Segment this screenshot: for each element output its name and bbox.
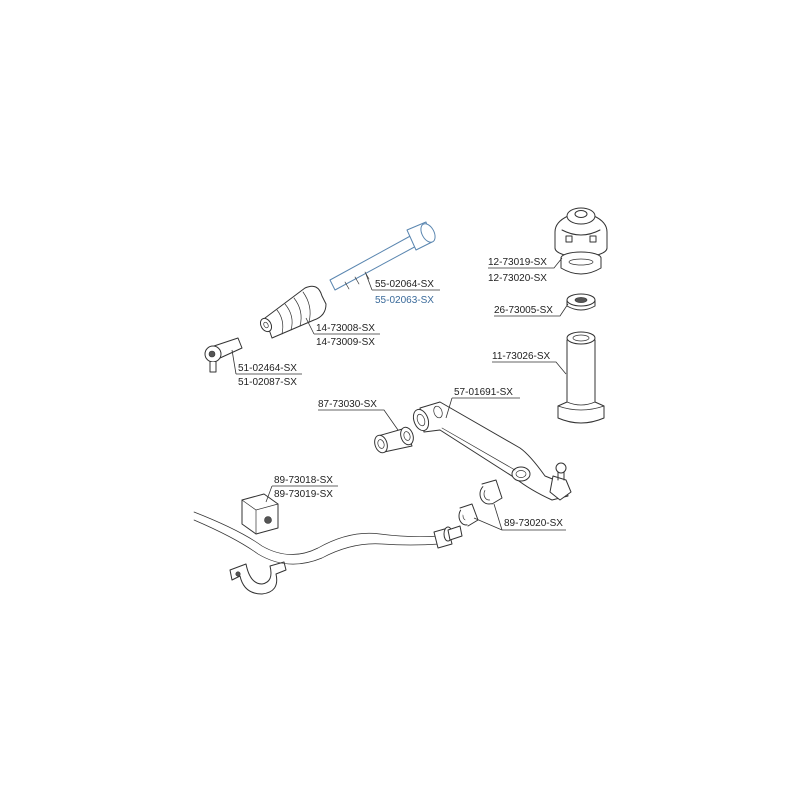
label-strut-mount-b: 12-73020-SX: [488, 273, 547, 284]
label-control-arm: 57-01691-SX: [454, 387, 513, 398]
tie-rod-end-part: [204, 337, 243, 373]
sway-bar-part: [193, 511, 463, 565]
label-rack-boot-b: 14-73009-SX: [316, 337, 375, 348]
rack-boot-part: [259, 285, 327, 339]
label-rack-boot-a: 14-73008-SX: [316, 323, 375, 334]
bearing-part: [566, 293, 596, 311]
inner-tie-rod-part: [329, 221, 436, 291]
label-strut-mount-a: 12-73019-SX: [488, 257, 547, 268]
control-arm-bushing-part: [374, 426, 414, 454]
label-bump-stop: 11-73026-SX: [492, 351, 551, 362]
bump-stop-part: [557, 331, 605, 424]
end-link-bushing-part: [458, 479, 503, 527]
label-control-arm-bushing: 87-73030-SX: [318, 399, 377, 410]
label-end-link-bushing: 89-73020-SX: [504, 518, 563, 529]
label-inner-tie-rod-a: 55-02064-SX: [375, 279, 434, 290]
strut-mount-part: [554, 207, 608, 275]
sway-bar-bracket-part: [229, 561, 287, 595]
label-sway-bar-bushing-a: 89-73018-SX: [274, 475, 333, 486]
label-bearing: 26-73005-SX: [494, 305, 553, 316]
leader-lines: [231, 257, 569, 531]
control-arm-part: [412, 401, 572, 501]
label-sway-bar-bushing-b: 89-73019-SX: [274, 489, 333, 500]
label-inner-tie-rod-b: 55-02063-SX: [375, 295, 434, 306]
part-labels: 12-73019-SX 12-73020-SX 26-73005-SX 11-7…: [238, 257, 563, 529]
label-tie-rod-end-a: 51-02464-SX: [238, 363, 297, 374]
label-tie-rod-end-b: 51-02087-SX: [238, 377, 297, 388]
sway-bar-bushing-part: [241, 493, 279, 535]
